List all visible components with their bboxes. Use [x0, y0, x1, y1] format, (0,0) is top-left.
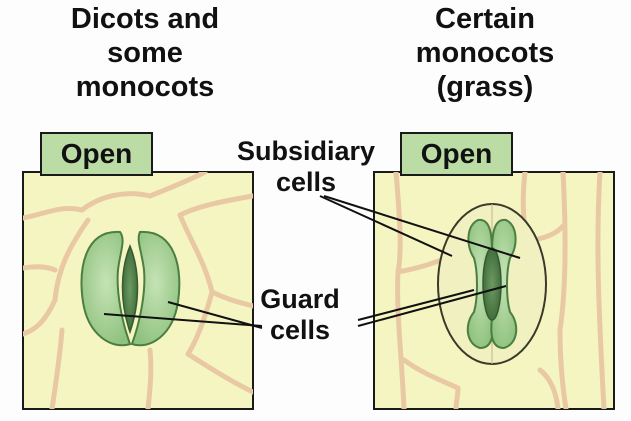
- grass-epidermis-panel: [373, 171, 615, 410]
- label-line: cells: [269, 315, 331, 345]
- epidermal-cell-walls: [23, 172, 253, 409]
- guard-cell-pair-kidney: [80, 230, 181, 347]
- leader-lines: [103, 195, 521, 329]
- heading-dicots: Dicots and some monocots: [40, 2, 250, 104]
- heading-line: (grass): [436, 71, 534, 103]
- heading-line: monocots: [75, 71, 215, 103]
- label-line: Guard: [260, 284, 340, 314]
- dicot-epidermis-panel: [22, 171, 254, 410]
- heading-line: Certain: [435, 3, 535, 35]
- dumbbell-guard-cells: [466, 218, 518, 350]
- grass-stoma-complex: [437, 203, 547, 365]
- heading-grass: Certain monocots (grass): [380, 2, 590, 104]
- label-line: Subsidiary: [236, 136, 376, 166]
- open-tag-right: Open: [400, 132, 513, 176]
- heading-line: some: [107, 37, 183, 69]
- heading-line: Dicots and: [70, 3, 220, 35]
- guard-cells-label: Guard cells: [220, 284, 380, 346]
- subsidiary-cells-label: Subsidiary cells: [206, 136, 406, 198]
- open-tag-left: Open: [40, 132, 153, 176]
- heading-line: monocots: [415, 37, 555, 69]
- label-line: cells: [275, 167, 337, 197]
